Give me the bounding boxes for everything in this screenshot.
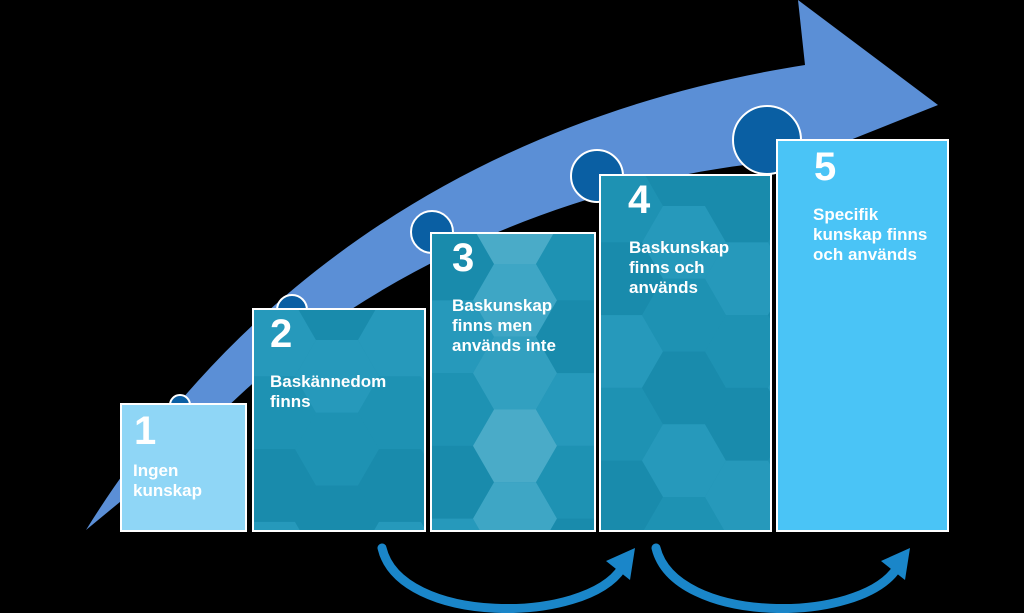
hexagon-pattern: [254, 310, 424, 530]
step-number: 3: [452, 236, 475, 280]
step-label: Ingen kunskap: [133, 461, 202, 500]
hexagon-shape: [642, 278, 726, 352]
hexagon-shape: [254, 376, 316, 450]
hexagon-shape: [705, 315, 770, 388]
hexagon-shape: [601, 176, 663, 243]
hexagon-shape: [432, 373, 494, 446]
step-card-1: 1 Ingen kunskap: [120, 403, 247, 532]
step-card-4: 4 Baskunskap finns och används: [599, 174, 772, 532]
hexagon-shape: [536, 300, 594, 374]
hexagon-shape: [432, 300, 494, 374]
hexagon-shape: [642, 206, 726, 279]
hexagon-shape: [358, 449, 424, 522]
hexagon-shape: [473, 409, 557, 483]
step-label: Baskunskap finns och används: [629, 238, 730, 297]
hexagon-pattern: [601, 176, 770, 530]
hexagon-shape: [421, 371, 424, 382]
hexagon-shape: [536, 234, 594, 301]
step-label: Baskunskap finns men används inte: [452, 296, 556, 355]
hexagon-shape: [643, 497, 725, 530]
hexagon-shape: [295, 412, 379, 486]
step-card-5: 5 Specifik kunskap finns och används: [776, 139, 949, 532]
hexagon-shape: [705, 387, 770, 461]
hexagon-shape: [642, 424, 726, 497]
step-number: 2: [270, 312, 293, 356]
hexagon-shape: [473, 482, 557, 530]
hexagon-shape: [421, 516, 424, 528]
hexagon-shape: [768, 384, 770, 392]
hexagon-shape: [421, 443, 424, 455]
hexagon-shape: [705, 176, 770, 243]
hexagon-shape: [473, 336, 557, 410]
hexagon-shape: [601, 242, 663, 316]
curved-arrow-4-to-5: [651, 543, 910, 613]
hexagon-shape: [769, 529, 770, 530]
hexagon-shape: [768, 238, 770, 246]
hexagon-shape: [254, 521, 300, 530]
hexagon-shape: [254, 310, 316, 377]
hexagon-shape: [476, 234, 554, 264]
hexagon-shape: [536, 373, 594, 446]
hexagon-shape: [473, 264, 557, 337]
step-card-3: 3 Baskunskap finns men används inte: [430, 232, 596, 532]
step-number: 1: [134, 409, 157, 453]
step-number: 5: [814, 145, 837, 189]
hexagon-shape: [601, 387, 663, 461]
hexagon-shape: [705, 242, 770, 316]
step-label: Baskännedom finns: [270, 372, 387, 411]
hexagon-pattern: [432, 234, 594, 530]
hexagon-shape: [550, 518, 594, 530]
hexagon-shape: [601, 315, 663, 388]
rising-arrow: [86, 0, 938, 530]
step-number: 4: [628, 178, 651, 222]
step-label: Specifik kunskap finns och används: [813, 205, 928, 264]
hexagon-shape: [298, 310, 376, 340]
hexagon-shape: [432, 518, 480, 530]
hexagon-shape: [536, 445, 594, 519]
hexagon-shape: [432, 234, 494, 301]
hexagon-shape: [705, 460, 770, 530]
hexagon-shape: [358, 376, 424, 450]
hexagon-shape: [295, 485, 379, 530]
curved-arrow-3-to-4: [377, 543, 635, 613]
hexagon-shape: [768, 311, 770, 319]
hexagon-shape: [645, 176, 723, 206]
hexagon-shape: [642, 351, 726, 425]
hexagon-shape: [374, 521, 424, 530]
hexagon-shape: [295, 340, 379, 413]
hexagon-shape: [432, 445, 494, 519]
hexagon-shape: [358, 310, 424, 377]
hexagon-shape: [768, 457, 770, 465]
step-card-2: 2 Baskännedom finns: [252, 308, 426, 532]
hexagon-shape: [254, 449, 316, 522]
hexagon-shape: [601, 460, 663, 530]
